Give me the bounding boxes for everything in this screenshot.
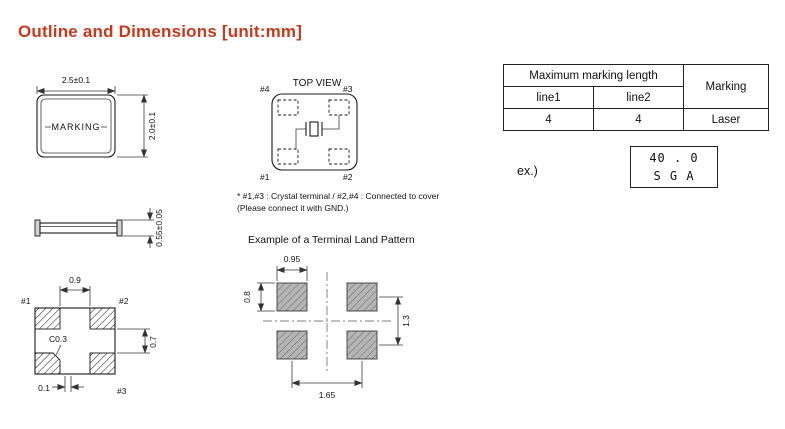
- land-pad-height-label: 0.8: [242, 291, 252, 303]
- bottom-pin2-label: #2: [119, 296, 129, 306]
- side-body: [34, 219, 123, 237]
- land-center-lines: [263, 272, 392, 374]
- package-side-view-drawing: 0.55±0.05: [34, 208, 164, 248]
- package-front-view-drawing: 2.5±0.1 MARKING 2.0±0.1: [36, 75, 157, 158]
- terminal-pad-1: [34, 307, 61, 330]
- line1-value: 4: [503, 108, 594, 131]
- front-width-dim-label: 2.5±0.1: [62, 75, 91, 85]
- chamfer-dim-label: C0.3: [49, 334, 67, 344]
- land-pad-tr: [346, 282, 378, 312]
- land-pitch-x-dimension: 1.65: [291, 361, 363, 400]
- hidden-pad-2: [328, 148, 350, 165]
- front-height-dim-label: 2.0±0.1: [147, 112, 157, 141]
- side-thickness-dim-label: 0.55±0.05: [154, 209, 164, 247]
- bottom-pin3-label: #3: [117, 386, 127, 396]
- package-bottom-view-drawing: 0.9 #1 #2 #3 0.7 C0.3 0.1: [21, 275, 158, 396]
- max-marking-length-header: Maximum marking length: [503, 64, 684, 87]
- land-pitch-y-label: 1.3: [401, 315, 411, 327]
- pad-gap-dimension: 0.9: [59, 275, 91, 306]
- example-marking-line2: S G A: [653, 169, 695, 183]
- hidden-pad-4: [277, 99, 299, 116]
- page-title: Outline and Dimensions [unit:mm]: [18, 22, 303, 41]
- example-label: ex.): [517, 164, 538, 178]
- land-pad-width-dimension: 0.95: [276, 254, 308, 281]
- land-pattern-title: Example of a Terminal Land Pattern: [248, 234, 415, 246]
- width-dimension: 2.5±0.1: [36, 75, 116, 94]
- land-pad-tl: [276, 282, 308, 312]
- bottom-pin1-label: #1: [21, 296, 31, 306]
- hidden-pad-1: [277, 148, 299, 165]
- topview-body: [271, 93, 358, 171]
- thickness-dimension: 0.55±0.05: [123, 208, 164, 248]
- land-pitch-x-label: 1.65: [319, 390, 336, 400]
- crystal-symbol: [295, 115, 340, 149]
- land-pad-width-label: 0.95: [284, 254, 301, 264]
- marking-header: Marking: [683, 64, 769, 109]
- top-view-title: TOP VIEW: [293, 78, 342, 89]
- topview-pin2-label: #2: [343, 172, 353, 182]
- terminal-note-line1: * #1,#3 : Crystal terminal / #2,#4 : Con…: [237, 191, 440, 201]
- pad-gap-dim-label: 0.9: [69, 275, 81, 285]
- top-view-schematic-drawing: TOP VIEW #4 #3 #1 #2: [260, 78, 358, 182]
- marking-area-label: MARKING: [51, 122, 100, 132]
- height-dimension: 2.0±0.1: [117, 94, 157, 158]
- land-pattern-drawing: 0.95 0.8 1.3 1.65: [242, 254, 411, 400]
- edge-offset-dimension: 0.1: [38, 376, 84, 393]
- example-marking-line1: 40 . 0: [649, 151, 699, 165]
- bottom-package-outline: [34, 307, 116, 375]
- land-pads: [276, 282, 378, 360]
- topview-pin3-label: #3: [343, 84, 353, 94]
- terminal-note-line2: (Please connect it with GND.): [237, 203, 349, 213]
- edge-offset-dim-label: 0.1: [38, 383, 50, 393]
- land-pad-bl: [276, 330, 308, 360]
- marking-value: Laser: [683, 108, 769, 131]
- pad-height-dim-label: 0.7: [148, 336, 158, 348]
- package-body-outline: MARKING: [36, 94, 116, 158]
- terminal-pad-3: [89, 352, 116, 375]
- table-row: line1 line2: [503, 86, 769, 109]
- hidden-pad-3: [328, 99, 350, 116]
- example-marking-box: 40 . 0 S G A: [630, 146, 718, 188]
- table-row: Maximum marking length Marking: [503, 64, 769, 109]
- line1-header: line1: [503, 86, 594, 109]
- land-pad-br: [346, 330, 378, 360]
- line2-header: line2: [593, 86, 684, 109]
- marking-table: Maximum marking length Marking line1 lin…: [503, 64, 769, 131]
- land-pad-height-dimension: 0.8: [242, 282, 275, 312]
- line2-value: 4: [593, 108, 684, 131]
- chamfer-callout: C0.3: [49, 334, 67, 356]
- terminal-pad-4: [34, 352, 61, 375]
- topview-pin4-label: #4: [260, 84, 270, 94]
- terminal-pad-2: [89, 307, 116, 330]
- table-row: 4 4 Laser: [503, 108, 769, 131]
- land-pitch-y-dimension: 1.3: [379, 296, 411, 346]
- topview-pin1-label: #1: [260, 172, 270, 182]
- pad-height-dimension: 0.7: [117, 328, 158, 354]
